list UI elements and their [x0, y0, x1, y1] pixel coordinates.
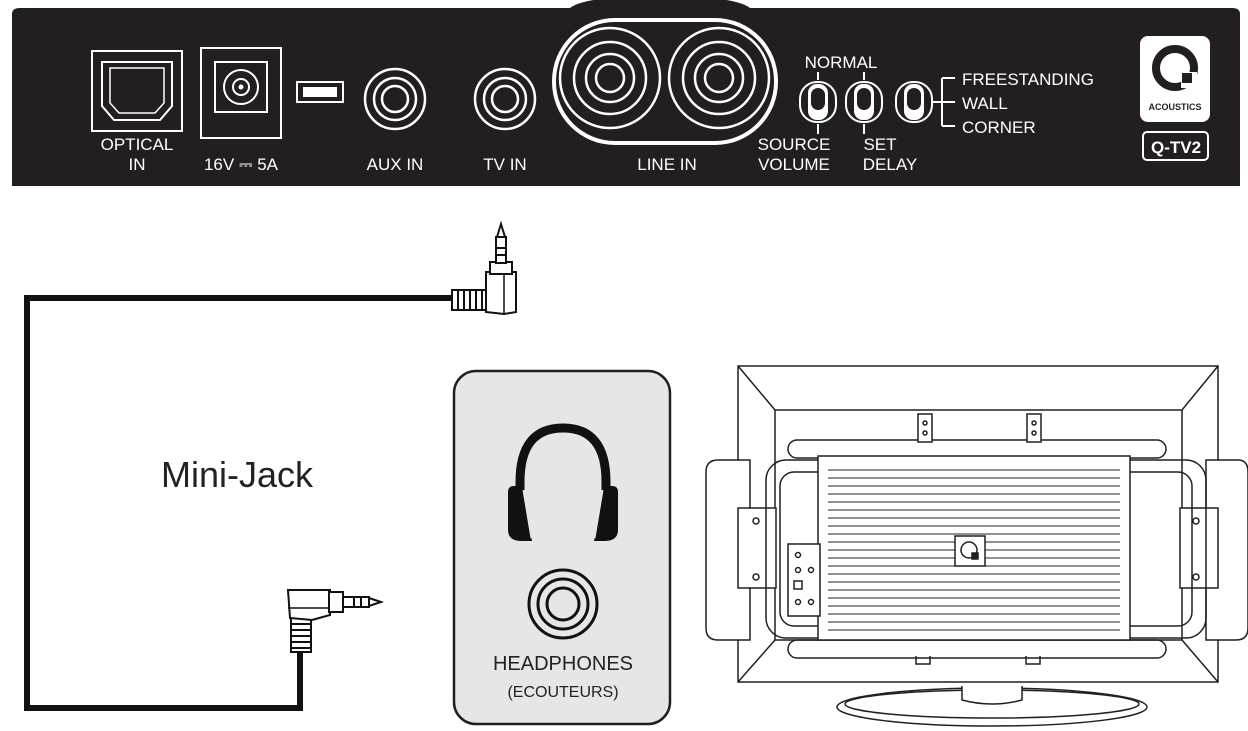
brand-logo: ACOUSTICS Q-TV2: [1140, 36, 1210, 161]
soundbar-vents: [828, 469, 1120, 631]
optical-label-line2: IN: [129, 155, 146, 174]
line-in-port: LINE IN: [552, 18, 778, 174]
tv-back-icon: [705, 365, 1248, 727]
headphone-jack-icon: [527, 568, 599, 640]
usb-port: [296, 81, 344, 103]
tv-in-label: TV IN: [483, 155, 526, 174]
headphones-card: HEADPHONES (ECOUTEURS): [452, 369, 672, 726]
model-label: Q-TV2: [1151, 138, 1201, 157]
freestanding-label: FREESTANDING: [962, 70, 1094, 89]
aux-label: AUX IN: [367, 155, 424, 174]
mini-jack-plug-icon: [286, 589, 385, 653]
cable-line: [24, 295, 455, 711]
tv-in-port: TV IN: [473, 67, 537, 174]
source-volume-switch[interactable]: [799, 81, 837, 123]
mini-jack-label: Mini-Jack: [161, 454, 314, 495]
placement-bracket: [932, 77, 955, 127]
source-label: SOURCE: [758, 135, 831, 154]
wall-label: WALL: [962, 94, 1008, 113]
switch-group: NORMAL SOURCE VOLUME SET: [758, 53, 1094, 174]
headphones-label: HEADPHONES: [493, 653, 633, 675]
set-delay-switch[interactable]: [845, 81, 883, 123]
optical-in-port: OPTICAL IN: [91, 50, 183, 174]
line-in-label: LINE IN: [637, 155, 697, 174]
set-label: SET: [863, 135, 896, 154]
power-port: 16V ⎓ 5A: [200, 47, 282, 174]
corner-label: CORNER: [962, 118, 1036, 137]
headphones-sublabel: (ECOUTEURS): [507, 684, 618, 701]
logo-text: ACOUSTICS: [1148, 102, 1201, 112]
power-label: 16V ⎓ 5A: [204, 155, 279, 174]
rear-panel: OPTICAL IN 16V ⎓ 5A AUX IN: [12, 0, 1240, 186]
volume-label: VOLUME: [758, 155, 830, 174]
normal-label: NORMAL: [805, 53, 878, 72]
optical-label-line1: OPTICAL: [101, 135, 174, 154]
delay-label: DELAY: [863, 155, 918, 174]
mini-jack-plug-icon: [451, 220, 517, 316]
headphones-icon: [508, 423, 618, 541]
aux-in-port: AUX IN: [363, 67, 427, 174]
mini-jack-cable: Mini-Jack: [24, 220, 517, 711]
